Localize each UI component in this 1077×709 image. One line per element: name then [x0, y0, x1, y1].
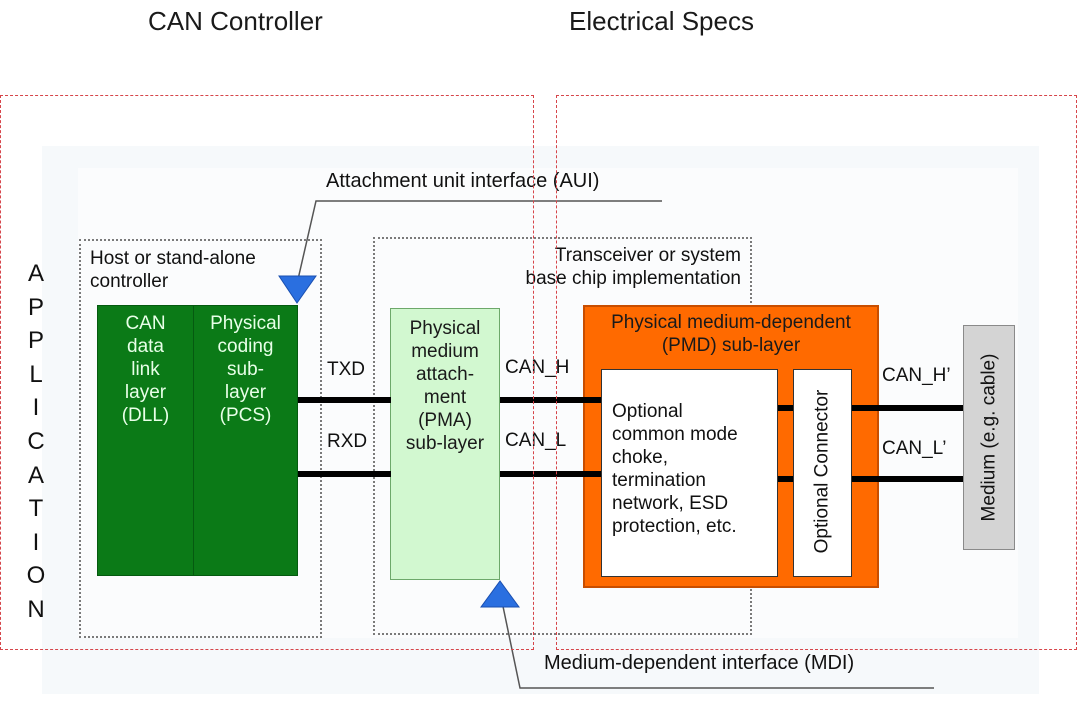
can-l-label: CAN_L: [505, 430, 567, 451]
application-letter: O: [26, 562, 46, 590]
application-letter: T: [28, 495, 44, 523]
optional-choke-block: Optional common mode choke, termination …: [601, 369, 778, 577]
application-letter: A: [27, 461, 44, 489]
txd-line: [298, 397, 391, 403]
can-l-prime-label: CAN_L’: [882, 438, 947, 459]
medium-block: [963, 325, 1015, 550]
application-letter: I: [32, 394, 40, 422]
electrical-specs-heading: Electrical Specs: [569, 6, 754, 36]
can-h-line: [500, 397, 601, 403]
aui-label: Attachment unit interface (AUI): [326, 170, 600, 192]
transceiver-label: Transceiver or system base chip implemen…: [525, 245, 741, 289]
application-letter: C: [27, 427, 45, 455]
rxd-label: RXD: [327, 431, 368, 452]
application-letter: I: [32, 528, 40, 556]
application-letter: A: [27, 260, 44, 287]
aui-triangle-icon: [278, 275, 317, 304]
host-controller-box: [79, 239, 322, 638]
aui-callout-line: [295, 200, 662, 289]
application-side-label: A P P L I C A T I O N: [21, 257, 51, 627]
pcs-block: Physical coding sub- layer (PCS): [193, 305, 298, 576]
application-letter: N: [27, 595, 45, 623]
can-l-line: [500, 471, 601, 477]
pma-block: Physical medium attach- ment (PMA) sub-l…: [390, 308, 500, 580]
rxd-line: [298, 471, 391, 477]
mdi-callout-line: [499, 591, 934, 689]
mdi-label: Medium-dependent interface (MDI): [544, 652, 855, 674]
dll-block: CAN data link layer (DLL): [97, 305, 194, 576]
pmd-title: Physical medium-dependent (PMD) sub-laye…: [611, 312, 851, 356]
can-h-prime-line: [852, 405, 963, 411]
application-letter: L: [29, 360, 43, 388]
can-controller-heading: CAN Controller: [148, 6, 323, 36]
electrical-specs-region: [556, 95, 1077, 650]
application-letter: P: [27, 327, 44, 355]
can-l-connector-line: [778, 476, 793, 482]
can-h-prime-label: CAN_H’: [882, 365, 951, 386]
txd-label: TXD: [327, 359, 365, 380]
can-h-label: CAN_H: [505, 357, 570, 378]
host-controller-label: Host or stand-alone controller: [90, 248, 256, 292]
can-l-prime-line: [852, 476, 963, 482]
mdi-triangle-icon: [480, 580, 520, 608]
can-h-connector-line: [778, 405, 793, 411]
application-letter: P: [27, 293, 44, 321]
can-controller-region: [0, 95, 534, 650]
optional-connector-block: [793, 369, 852, 577]
